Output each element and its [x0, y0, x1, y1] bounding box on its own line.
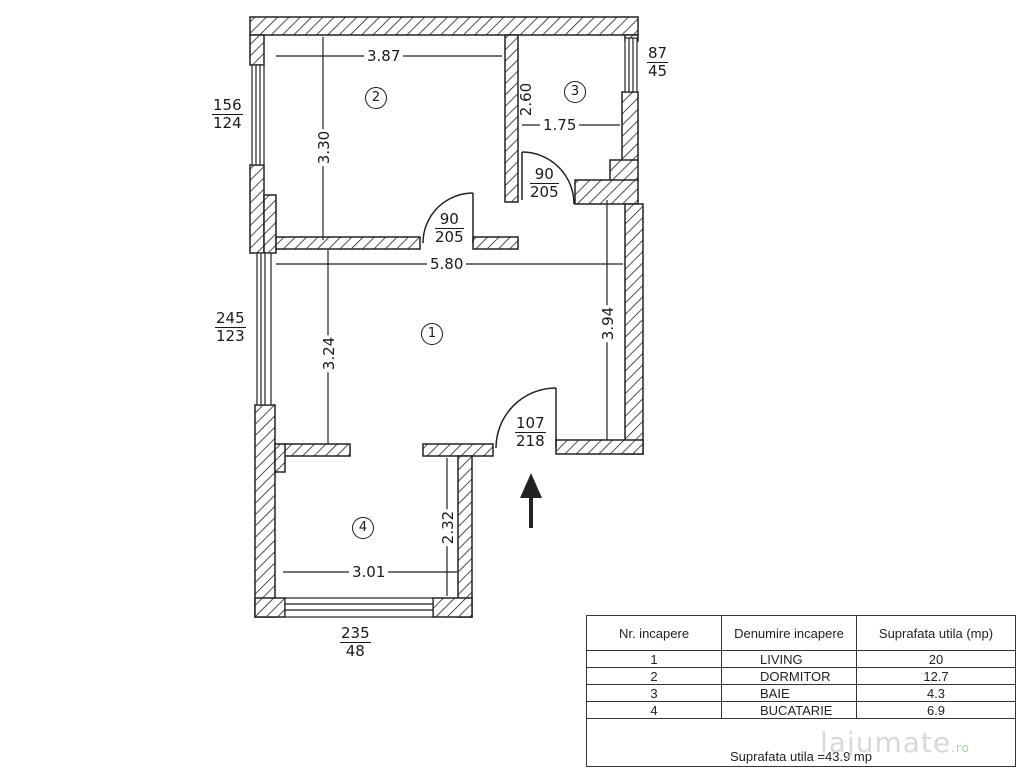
window-living-height: 123 [216, 327, 245, 345]
cell-name: BAIE [721, 684, 857, 702]
cell-nr: 4 [586, 701, 722, 719]
window-bucatarie-width: 235 [340, 624, 371, 643]
header-room-area: Suprafata utila (mp) [856, 615, 1016, 651]
total-area: Suprafata utila =43.9 mp [586, 718, 1016, 767]
window-baie-width: 87 [647, 44, 669, 63]
watermark-text: lajumate [820, 726, 952, 759]
walls [249, 16, 644, 618]
room-number-2: 2 [365, 87, 387, 109]
watermark-suffix: .ro [951, 741, 970, 755]
room-number-4: 4 [352, 517, 374, 539]
watermark: lajumate.ro [820, 726, 970, 759]
dim-living-height-left: 3.24 [320, 334, 339, 373]
window-dormitor-height: 124 [213, 114, 242, 132]
room-number-3: 3 [564, 81, 586, 103]
door-dormitor-height: 205 [435, 228, 464, 246]
door-baie-height: 205 [530, 183, 559, 201]
window-bucatarie-label: 235 48 [340, 626, 371, 659]
table-row: 1 LIVING 20 [586, 650, 1016, 668]
door-dormitor-label: 90 205 [435, 212, 464, 245]
windows [251, 37, 638, 618]
table-row: 4 BUCATARIE 6.9 [586, 701, 1016, 719]
dim-dormitor-width: 3.87 [364, 49, 404, 64]
window-dormitor-label: 156 124 [212, 98, 243, 131]
dim-living-height-right: 3.94 [599, 304, 618, 343]
door-baie-width: 90 [530, 167, 559, 184]
header-room-number: Nr. incapere [586, 615, 722, 651]
window-baie-label: 87 45 [647, 44, 669, 80]
rooms-table: Nr. incapere Denumire incapere Suprafata… [586, 615, 1016, 767]
window-living-label: 245 123 [215, 311, 246, 344]
door-baie-label: 90 205 [530, 167, 559, 200]
door-entrance-width: 107 [515, 414, 546, 433]
cell-area: 20 [856, 650, 1016, 668]
cell-nr: 1 [586, 650, 722, 668]
cell-nr: 3 [586, 684, 722, 702]
door-entrance-height: 218 [516, 432, 545, 450]
dim-baie-height: 2.60 [517, 80, 536, 119]
doors [422, 151, 575, 449]
table-row: 2 DORMITOR 12.7 [586, 667, 1016, 685]
table-header-row: Nr. incapere Denumire incapere Suprafata… [586, 615, 1016, 651]
dim-bucatarie-width: 3.01 [349, 565, 389, 580]
cell-name: DORMITOR [721, 667, 857, 685]
cell-name: BUCATARIE [721, 701, 857, 719]
arrow-up-icon [520, 473, 542, 528]
table-row: 3 BAIE 4.3 [586, 684, 1016, 702]
window-baie-height: 45 [648, 62, 668, 80]
window-dormitor-width: 156 [212, 96, 243, 115]
table-total-row: Suprafata utila =43.9 mp [586, 718, 1016, 767]
cell-nr: 2 [586, 667, 722, 685]
cell-area: 6.9 [856, 701, 1016, 719]
cell-area: 12.7 [856, 667, 1016, 685]
dim-living-width: 5.80 [427, 257, 467, 272]
door-dormitor-width: 90 [435, 212, 464, 229]
window-bucatarie-height: 48 [345, 642, 365, 660]
dim-dormitor-height: 3.30 [315, 128, 334, 167]
window-living-width: 245 [215, 309, 246, 328]
room-number-1: 1 [421, 323, 443, 345]
cell-area: 4.3 [856, 684, 1016, 702]
cell-name: LIVING [721, 650, 857, 668]
dim-baie-width: 1.75 [540, 118, 580, 133]
door-entrance-label: 107 218 [515, 416, 546, 449]
header-room-name: Denumire incapere [721, 615, 857, 651]
dim-bucatarie-height: 2.32 [439, 508, 458, 547]
